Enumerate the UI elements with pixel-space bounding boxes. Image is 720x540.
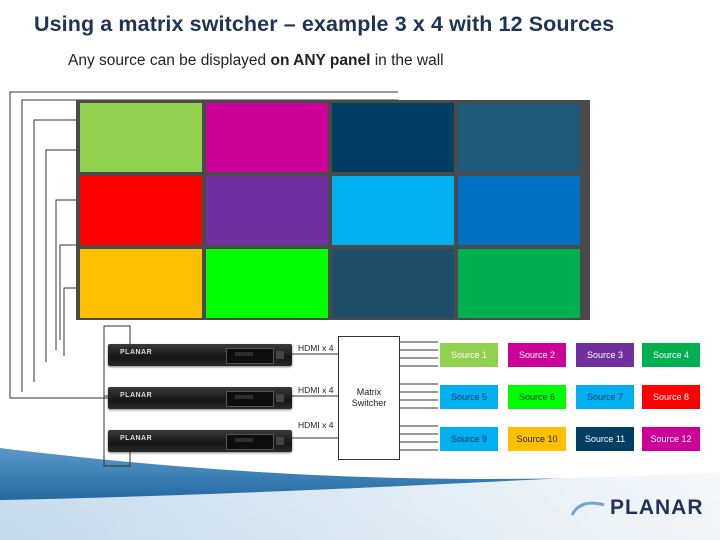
media-player-2: PLANAR xyxy=(108,387,292,409)
wall-panel-2 xyxy=(206,103,328,172)
wall-panel-11 xyxy=(332,249,454,318)
wall-panel-12 xyxy=(458,249,580,318)
wall-panel-10 xyxy=(206,249,328,318)
source-tile-10: Source 10 xyxy=(508,427,566,451)
hdmi-label-2: HDMI x 4 xyxy=(298,385,334,395)
source-tile-7: Source 7 xyxy=(576,385,634,409)
source-tile-4: Source 4 xyxy=(642,343,700,367)
slide-subtitle: Any source can be displayed on ANY panel… xyxy=(68,52,444,70)
device-brand: PLANAR xyxy=(120,435,153,442)
source-tile-5: Source 5 xyxy=(440,385,498,409)
media-player-1: PLANAR xyxy=(108,344,292,366)
wall-panel-5 xyxy=(80,176,202,245)
hdmi-label-1: HDMI x 4 xyxy=(298,343,334,353)
media-player-3: PLANAR xyxy=(108,430,292,452)
device-display xyxy=(226,391,274,407)
planar-logo-icon xyxy=(570,501,605,516)
hdmi-label-3: HDMI x 4 xyxy=(298,420,334,430)
source-tile-11: Source 11 xyxy=(576,427,634,451)
wall-panel-6 xyxy=(206,176,328,245)
slide-title: Using a matrix switcher – example 3 x 4 … xyxy=(34,12,615,36)
device-display xyxy=(226,434,274,450)
wall-panel-1 xyxy=(80,103,202,172)
wall-panel-7 xyxy=(332,176,454,245)
planar-logo: PLANAR xyxy=(610,496,704,519)
source-tile-2: Source 2 xyxy=(508,343,566,367)
source-tile-9: Source 9 xyxy=(440,427,498,451)
device-brand: PLANAR xyxy=(120,349,153,356)
switcher-label-line2: Switcher xyxy=(351,398,387,408)
source-tile-8: Source 8 xyxy=(642,385,700,409)
source-tile-3: Source 3 xyxy=(576,343,634,367)
device-button xyxy=(276,437,284,445)
wall-panel-3 xyxy=(332,103,454,172)
switcher-label-line1: Matrix xyxy=(356,387,382,397)
wall-panel-9 xyxy=(80,249,202,318)
video-wall xyxy=(76,100,590,320)
matrix-switcher-label: Matrix Switcher xyxy=(339,387,399,409)
matrix-switcher: Matrix Switcher xyxy=(338,336,400,460)
device-button xyxy=(276,394,284,402)
device-button xyxy=(276,351,284,359)
wall-panel-8 xyxy=(458,176,580,245)
subtitle-tail: in the wall xyxy=(370,52,444,69)
source-tile-12: Source 12 xyxy=(642,427,700,451)
subtitle-lead: Any source can be displayed xyxy=(68,52,271,69)
wall-panel-4 xyxy=(458,103,580,172)
source-tile-6: Source 6 xyxy=(508,385,566,409)
device-brand: PLANAR xyxy=(120,392,153,399)
subtitle-emphasis: on ANY panel xyxy=(270,52,371,69)
device-display xyxy=(226,348,274,364)
source-tile-1: Source 1 xyxy=(440,343,498,367)
